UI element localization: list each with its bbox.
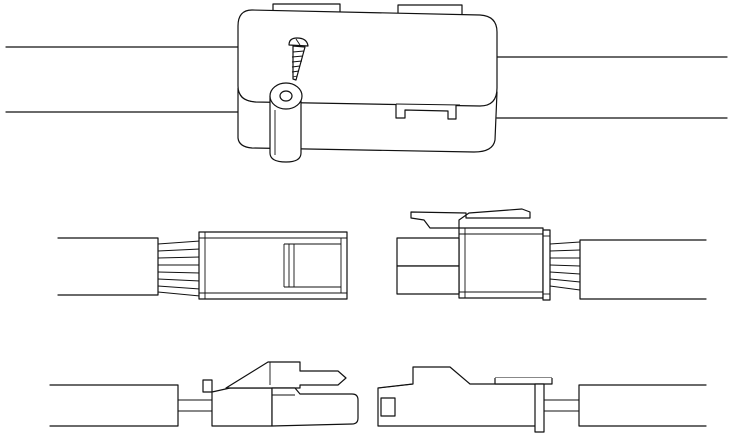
mounting-post — [269, 82, 303, 163]
left-cables — [5, 46, 239, 113]
right-side-receptacle — [377, 366, 553, 433]
right-wires — [549, 241, 581, 291]
left-wires — [157, 240, 201, 297]
right-side-wire — [544, 399, 579, 412]
right-side-cable — [578, 384, 707, 427]
connector-side-view — [49, 361, 707, 433]
right-receptacle-housing — [396, 208, 551, 301]
right-cables — [496, 56, 728, 119]
left-cable-jacket — [57, 237, 159, 296]
enclosure-latch — [395, 103, 461, 120]
connector-top-view — [57, 208, 707, 301]
left-side-wire — [178, 399, 213, 412]
enclosure-lid — [237, 9, 498, 107]
left-plug-housing — [198, 231, 348, 300]
left-side-plug — [202, 361, 359, 427]
screw — [288, 37, 309, 81]
enclosure-view — [5, 3, 728, 163]
right-cable-jacket — [579, 239, 707, 300]
left-side-cable — [49, 384, 179, 427]
